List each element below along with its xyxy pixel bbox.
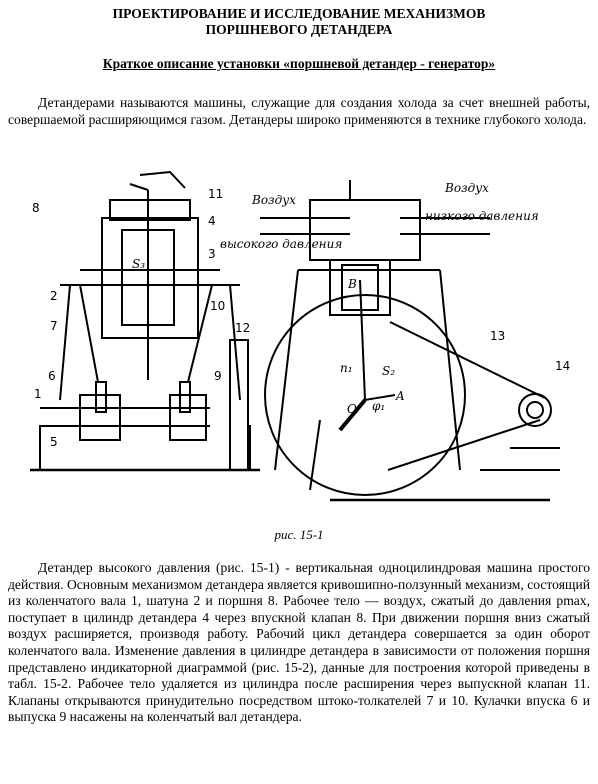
title-line-1: ПРОЕКТИРОВАНИЕ И ИССЛЕДОВАНИЕ МЕХАНИЗМОВ (112, 6, 486, 21)
label-n1: n₁ (340, 361, 353, 375)
label-6: 6 (48, 369, 56, 383)
title-line-2: ПОРШНЕВОГО ДЕТАНДЕРА (205, 22, 393, 37)
label-14: 14 (555, 359, 570, 373)
flywheel-12 (229, 339, 249, 471)
air-high-2: высокого давления (220, 237, 342, 251)
figure-caption: рис. 15-1 (274, 527, 324, 542)
crank-disc (264, 294, 466, 496)
label-5: 5 (50, 435, 58, 449)
label-s2: S₂ (382, 364, 395, 378)
label-a: A (395, 389, 405, 403)
crankshaft-1 (40, 407, 210, 427)
label-phi: φ₁ (372, 399, 385, 413)
pushrods-7-10 (79, 284, 213, 383)
right-frame (274, 269, 461, 471)
label-11: 11 (208, 187, 223, 201)
valve-box (309, 199, 421, 261)
label-13: 13 (490, 329, 505, 343)
label-3: 3 (208, 247, 216, 261)
label-4: 4 (208, 214, 216, 228)
cam-9 (169, 394, 207, 441)
description-paragraph: Детандер высокого давления (рис. 15-1) -… (8, 560, 590, 725)
label-s3: S₃ (132, 257, 145, 271)
label-o: O (347, 402, 357, 416)
page-title: ПРОЕКТИРОВАНИЕ И ИССЛЕДОВАНИЕ МЕХАНИЗМОВ… (0, 6, 598, 38)
frame-legs (59, 284, 241, 401)
label-2: 2 (50, 289, 58, 303)
generator-14 (518, 393, 552, 427)
air-high-1: Воздух (251, 193, 296, 207)
valve-head (109, 199, 191, 221)
label-b: B (347, 277, 357, 291)
label-1: 1 (34, 387, 42, 401)
cam-6 (79, 394, 121, 441)
section-subtitle: Краткое описание установки «поршневой де… (102, 56, 496, 71)
air-low-1: Воздух (444, 181, 489, 195)
label-10: 10 (210, 299, 225, 313)
air-low-2: низкого давления (425, 209, 539, 223)
cylinder-4 (101, 217, 199, 339)
label-9: 9 (214, 369, 222, 383)
rocker-11 (129, 170, 186, 191)
belt-13 (387, 321, 546, 471)
mechanism-figure: 8 11 4 3 2 10 7 12 6 9 1 5 S₃ Воздух выс… (30, 170, 570, 502)
label-8: 8 (32, 201, 40, 215)
label-7: 7 (50, 319, 58, 333)
right-cylinder (329, 259, 391, 316)
intro-paragraph: Детандерами называются машины, служащие … (8, 95, 590, 127)
label-12: 12 (235, 321, 250, 335)
